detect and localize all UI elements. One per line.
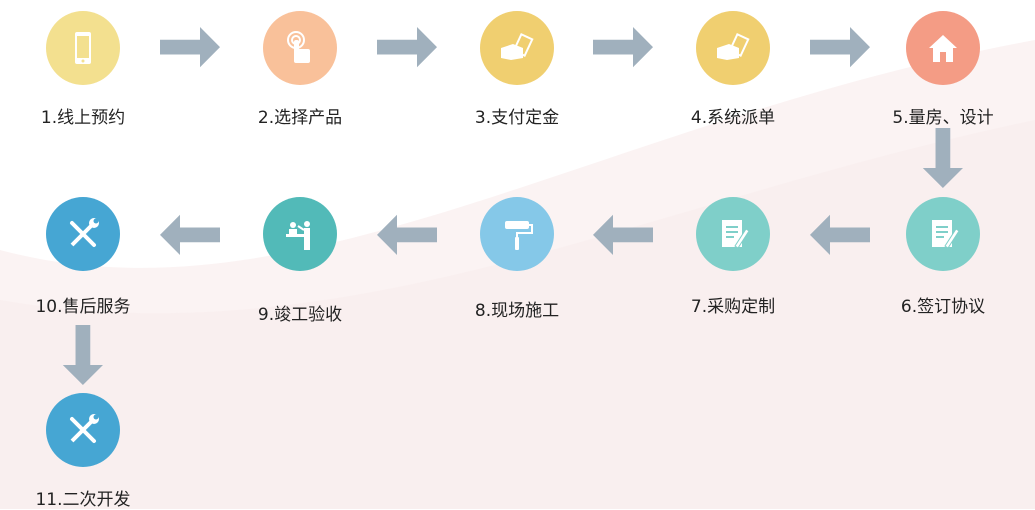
step-2: 2.选择产品 [220, 11, 380, 128]
arrow-left-icon [377, 205, 437, 269]
step-circle [696, 197, 770, 271]
tools-icon [70, 218, 99, 247]
step-circle [46, 393, 120, 467]
arrow-left-icon [593, 205, 653, 269]
step-circle [480, 11, 554, 85]
contract-icon [722, 220, 750, 249]
arrow-right-icon [160, 17, 220, 81]
step-9: 9.竣工验收 [220, 197, 380, 325]
arrow-left-icon [810, 205, 870, 269]
paint-roller-icon [505, 221, 533, 250]
step-circle [46, 11, 120, 85]
step-circle [696, 11, 770, 85]
inspection-icon [286, 221, 310, 250]
step-8: 8.现场施工 [437, 197, 597, 321]
step-10: 10.售后服务 [3, 197, 163, 317]
step-4: 4.系统派单 [653, 11, 813, 128]
step-circle [480, 197, 554, 271]
contract-icon [932, 220, 960, 249]
arrow-down-icon [53, 325, 113, 389]
step-circle [906, 11, 980, 85]
arrow-down-icon [913, 128, 973, 192]
touch-icon [287, 31, 310, 63]
arrow-right-icon [377, 17, 437, 81]
step-label: 5.量房、设计 [892, 108, 994, 128]
step-label: 9.竣工验收 [257, 305, 343, 325]
arrow-left-icon [160, 205, 220, 269]
step-label: 11.二次开发 [35, 490, 131, 510]
step-3: 3.支付定金 [437, 11, 597, 128]
step-label: 2.选择产品 [257, 108, 343, 128]
step-circle [46, 197, 120, 271]
payment-icon [501, 32, 534, 60]
step-11: 11.二次开发 [3, 393, 163, 510]
arrow-right-icon [593, 17, 653, 81]
step-7: 7.采购定制 [653, 197, 813, 317]
house-icon [929, 35, 957, 62]
step-1: 1.线上预约 [3, 11, 163, 128]
step-label: 8.现场施工 [474, 301, 560, 321]
step-circle [906, 197, 980, 271]
arrow-right-icon [810, 17, 870, 81]
step-label: 10.售后服务 [35, 297, 131, 317]
step-label: 1.线上预约 [40, 108, 126, 128]
step-circle [263, 197, 337, 271]
phone-icon [75, 32, 91, 64]
payment-icon [717, 32, 750, 60]
step-6: 6.签订协议 [863, 197, 1023, 317]
step-5: 5.量房、设计 [863, 11, 1023, 128]
tools-icon [70, 414, 99, 443]
step-label: 3.支付定金 [474, 108, 560, 128]
step-label: 4.系统派单 [690, 108, 776, 128]
step-label: 6.签订协议 [900, 297, 986, 317]
step-label: 7.采购定制 [690, 297, 776, 317]
step-circle [263, 11, 337, 85]
